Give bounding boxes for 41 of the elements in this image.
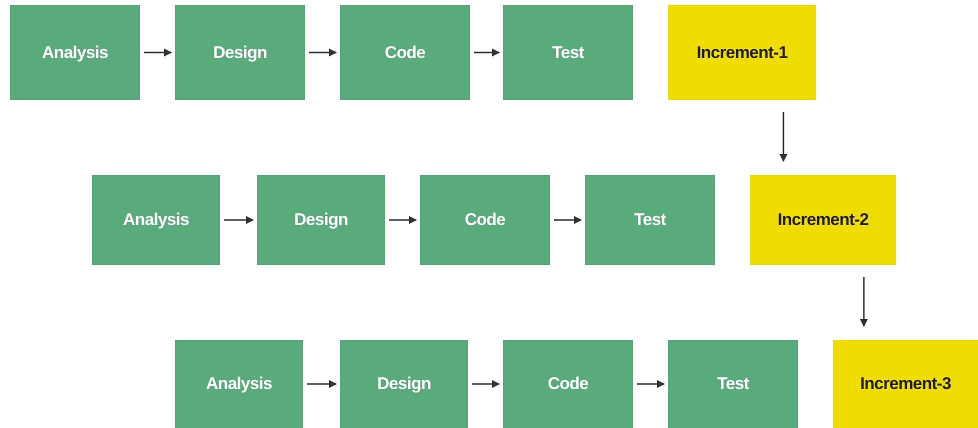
- arrow: [144, 48, 172, 56]
- box-label: Analysis: [123, 210, 189, 230]
- arrow: [860, 277, 868, 327]
- box-label: Design: [294, 210, 348, 230]
- box-label: Test: [717, 374, 749, 394]
- process-box: [257, 175, 385, 265]
- arrow: [554, 216, 582, 224]
- increment-box: [833, 340, 978, 428]
- box-label: Code: [384, 42, 426, 62]
- arrow: [307, 380, 337, 388]
- box-label: Design: [377, 374, 431, 394]
- process-box: [503, 5, 633, 100]
- increment-box: [750, 175, 896, 265]
- process-box: [340, 340, 468, 428]
- arrow: [309, 48, 337, 56]
- arrow: [474, 48, 500, 56]
- process-box: [668, 340, 798, 428]
- box-label: Analysis: [42, 42, 108, 62]
- box-label: Design: [213, 42, 267, 62]
- box-label: Code: [464, 210, 506, 230]
- increment-box: [668, 5, 816, 100]
- process-box: [340, 5, 470, 100]
- process-box: [92, 175, 220, 265]
- box-label: Code: [548, 374, 588, 394]
- arrow: [779, 112, 788, 162]
- process-box: [503, 340, 633, 428]
- arrow: [637, 380, 665, 388]
- process-box: [175, 340, 303, 428]
- process-box: [10, 5, 140, 100]
- box-label: Analysis: [206, 374, 272, 394]
- box-label: Test: [634, 210, 666, 230]
- arrow: [472, 380, 500, 388]
- arrow: [389, 216, 417, 224]
- process-box: [420, 175, 550, 265]
- process-box: [175, 5, 305, 100]
- box-label: Increment-3: [860, 374, 951, 394]
- process-box: [585, 175, 715, 265]
- box-label: Test: [552, 42, 584, 62]
- box-label: Increment-2: [778, 210, 868, 230]
- box-label: Increment-1: [696, 42, 788, 62]
- arrow: [224, 216, 254, 224]
